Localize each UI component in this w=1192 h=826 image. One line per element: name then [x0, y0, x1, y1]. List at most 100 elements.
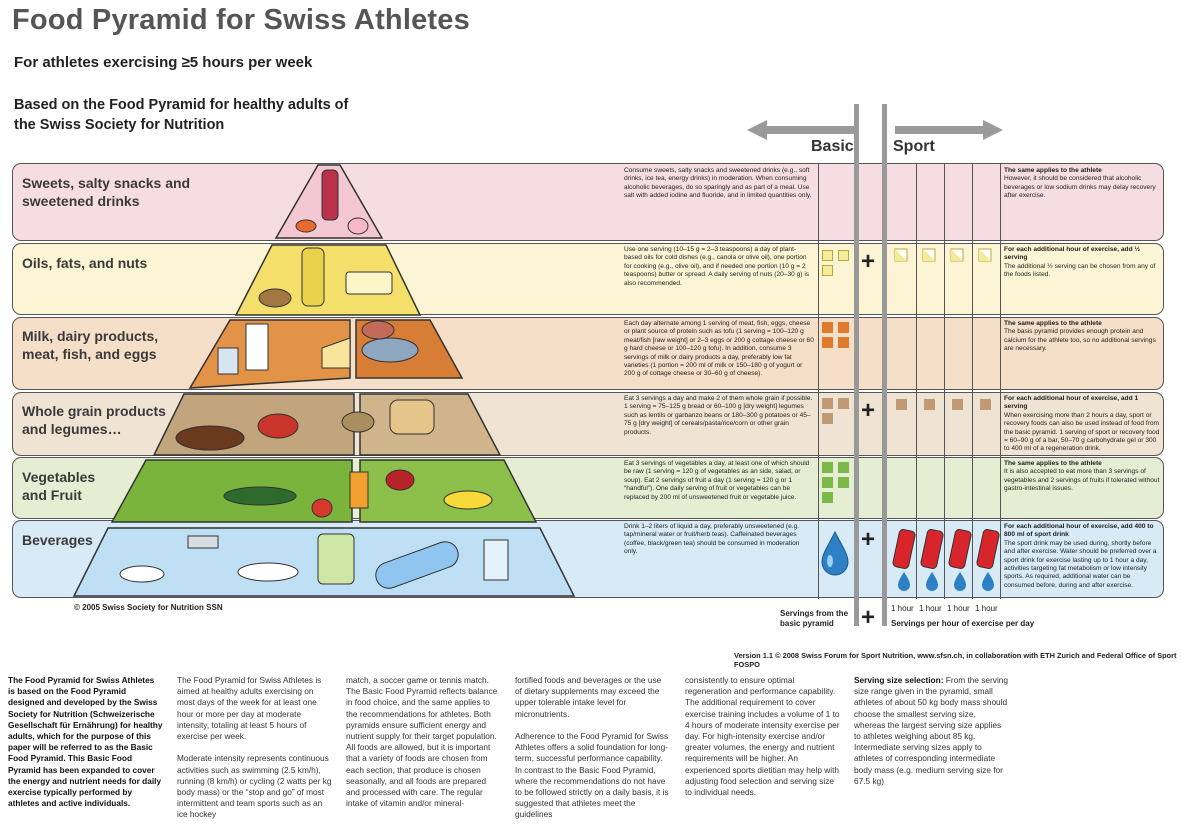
sport-title-vegetables: The same applies to the athlete: [1004, 460, 1102, 467]
divider-basic-sport: [854, 104, 859, 626]
tea-jug-icon: [317, 533, 355, 585]
water-bottle-icon: [375, 541, 459, 589]
half-serving-icon: [978, 248, 992, 262]
serving-veg: [838, 462, 849, 473]
divider-hour-2: [944, 163, 945, 599]
servings-basic-label: Servings from the basic pyramid: [780, 609, 849, 628]
sport-body-oils: The additional ½ serving can be chosen f…: [1004, 262, 1156, 279]
sport-drink-bottle-icon: [948, 528, 972, 591]
serving-milk: [838, 322, 849, 333]
serving-oil: [838, 250, 849, 261]
divider-hour-3: [972, 163, 973, 599]
divider-sport-left: [882, 104, 887, 626]
pasta-bowl-icon: [257, 413, 299, 439]
basic-text-milk: Each day alternate among 1 serving of me…: [624, 320, 814, 378]
milk-carton-icon: [245, 323, 269, 371]
plus-oils: +: [861, 248, 876, 275]
pyramid-illustration: [72, 164, 576, 597]
sport-drink-icons: [892, 528, 1000, 591]
based-on-text: Based on the Food Pyramid for healthy ad…: [14, 97, 349, 133]
footer-col-2: The Food Pyramid for Swiss Athletes is a…: [177, 675, 332, 820]
label-milk: Milk, dairy products, meat, fish, and eg…: [22, 328, 159, 362]
serving-veg: [822, 492, 833, 503]
sport-title-beverages: For each additional hour of exercise, ad…: [1004, 523, 1154, 539]
sport-body-milk: The basis pyramid provides enough protei…: [1004, 328, 1156, 353]
footer-col-6-title: Serving size selection:: [854, 675, 944, 685]
sport-body-sweets: However, it should be considered that al…: [1004, 175, 1156, 200]
footer-col-4: fortified foods and beverages or the use…: [515, 675, 669, 820]
sport-title-grain: For each additional hour of exercise, ad…: [1004, 395, 1139, 411]
label-vegetables: Vegetables and Fruit: [22, 469, 96, 503]
sport-drink-bottle-icon: [892, 528, 916, 591]
potato-icon: [341, 411, 375, 433]
sport-header: Sport: [893, 138, 935, 155]
sport-grain-serving: [924, 399, 935, 410]
label-sweets: Sweets, salty snacks and sweetened drink…: [22, 175, 191, 209]
water-glass-icon: [483, 539, 509, 581]
cucumber-icon: [223, 486, 297, 506]
divider-basic-left: [818, 163, 819, 599]
label-grain: Whole grain products and legumes…: [22, 403, 166, 437]
sport-text-grain: For each additional hour of exercise, ad…: [1004, 395, 1160, 454]
basic-text-sweets: Consume sweets, salty snacks and sweeten…: [624, 167, 812, 200]
soup-plate-icon: [237, 562, 299, 582]
sport-grain-serving: [896, 399, 907, 410]
basic-text-beverages: Drink 1–2 liters of liquid a day, prefer…: [624, 523, 800, 556]
half-serving-icons: [894, 248, 992, 262]
label-beverages: Beverages: [22, 532, 93, 548]
plus-beverages: +: [861, 526, 876, 553]
page-subtitle: For athletes exercising ≥5 hours per wee…: [14, 54, 313, 71]
sport-text-oils: For each additional hour of exercise, ad…: [1004, 246, 1160, 280]
cheese-icon: [321, 337, 351, 369]
water-drop-icon: [821, 530, 849, 576]
serving-grain: [822, 398, 833, 409]
sport-title-sweets: The same applies to the athlete: [1004, 167, 1102, 174]
sport-grain-serving: [952, 399, 963, 410]
half-serving-icon: [950, 248, 964, 262]
serving-milk: [838, 337, 849, 348]
label-oils: Oils, fats, and nuts: [22, 255, 148, 271]
bread-icon: [175, 425, 245, 451]
sport-body-vegetables: It is also accepted to eat more than 3 s…: [1004, 468, 1160, 493]
sport-title-oils: For each additional hour of exercise, ad…: [1004, 246, 1140, 262]
sport-grain-serving: [980, 399, 991, 410]
copyright: © 2005 Swiss Society for Nutrition SSN: [74, 603, 223, 612]
berries-icon: [385, 469, 415, 491]
yogurt-icon: [217, 347, 239, 375]
plus-bottom: +: [861, 604, 876, 631]
half-serving-icon: [894, 248, 908, 262]
servings-hour-label: Servings per hour of exercise per day: [891, 619, 1035, 628]
bread-loaf-icon: [389, 399, 435, 435]
footer-col-6-body: From the serving size range given in the…: [854, 675, 1009, 786]
pyramid-fruit-tier: [359, 459, 538, 523]
juice-glass-icon: [349, 471, 369, 509]
nuts-icon: [258, 288, 292, 308]
footer-col-1: The Food Pyramid for Swiss Athletes is b…: [8, 675, 163, 809]
page-title: Food Pyramid for Swiss Athletes: [12, 4, 470, 36]
hour-label-2: 1 hour: [919, 604, 942, 613]
plus-grain: +: [861, 397, 876, 424]
arrow-right-icon: [895, 120, 1003, 140]
serving-veg: [838, 477, 849, 488]
sport-drink-bottle-icon: [920, 528, 944, 591]
hour-label-3: 1 hour: [947, 604, 970, 613]
serving-veg: [822, 462, 833, 473]
arrow-left-icon: [747, 120, 855, 140]
serving-oil: [822, 265, 833, 276]
basic-text-grain: Eat 3 servings a day and make 2 of them …: [624, 395, 813, 436]
bottle-icon: [321, 169, 339, 221]
serving-milk: [822, 322, 833, 333]
half-serving-icon: [922, 248, 936, 262]
serving-milk: [822, 337, 833, 348]
candy-icon: [295, 219, 317, 233]
footer-col-3: match, a soccer game or tennis match. Th…: [346, 675, 498, 809]
ice-cream-icon: [347, 217, 369, 235]
serving-veg: [822, 477, 833, 488]
footer-col-5: consistently to ensure optimal regenerat…: [685, 675, 840, 798]
sport-body-beverages: The sport drink may be used during, shor…: [1004, 539, 1157, 589]
sport-body-grain: When exercising more than 2 hours a day,…: [1004, 411, 1160, 453]
basic-header: Basic: [811, 138, 854, 155]
hour-label-1: 1 hour: [891, 604, 914, 613]
